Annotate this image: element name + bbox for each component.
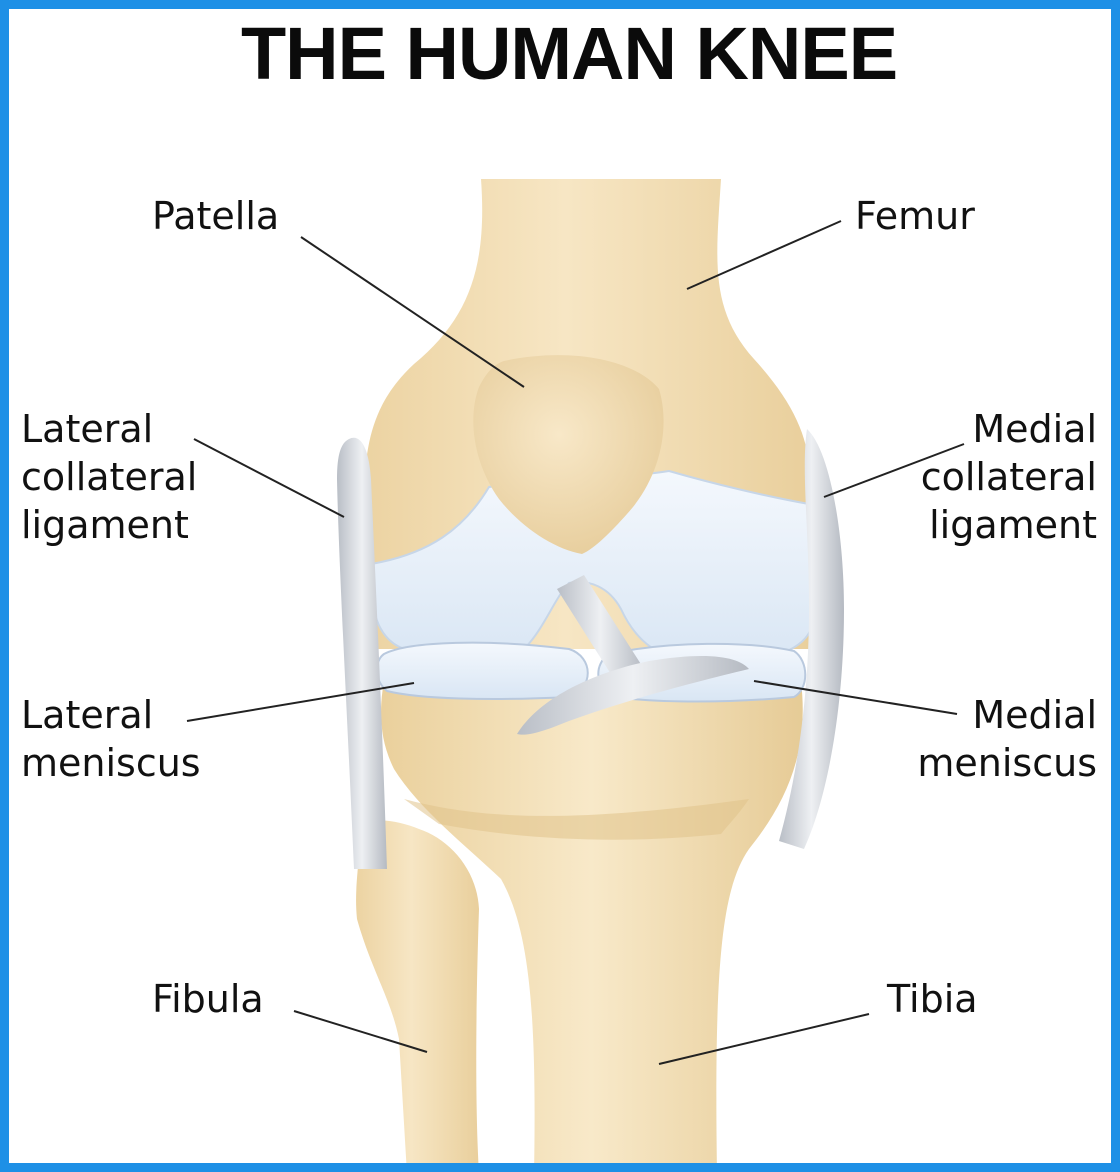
label-lcl-line-2: collateral [21,455,198,499]
mcl-leader-line [823,443,965,498]
cruciate-ligament-posterior [517,655,749,735]
tibia [381,681,803,1163]
patella [473,355,664,554]
label-fibula: Fibula [152,975,264,1023]
tibia-leader-line [658,1013,870,1065]
label-tibia-text: Tibia [887,977,978,1021]
lateral-meniscus [375,641,589,700]
label-medial-meniscus-line-1: Medial [972,693,1097,737]
label-mcl-line-1: Medial [972,407,1097,451]
label-medial-meniscus-line-2: meniscus [917,741,1097,785]
label-lateral-meniscus: Lateral meniscus [21,691,201,787]
knee-illustration [186,179,965,1163]
label-femur: Femur [855,192,975,240]
leader-lines [186,220,965,1065]
lateral-collateral-ligament [337,437,387,869]
lateral-meniscus-leader-line [186,682,415,722]
label-femur-text: Femur [855,194,975,238]
page-title: THE HUMAN KNEE [240,12,898,95]
femur-leader-line [686,220,842,290]
label-lateral-meniscus-line-1: Lateral [21,693,154,737]
label-medial-meniscus: Medial meniscus [917,691,1097,787]
label-mcl-line-3: ligament [929,503,1097,547]
label-tibia: Tibia [887,975,978,1023]
label-fibula-text: Fibula [152,977,264,1021]
label-patella: Patella [152,192,279,240]
label-mcl-line-2: collateral [920,455,1097,499]
label-patella-text: Patella [152,194,280,238]
cruciate-ligament-anterior [557,575,644,679]
fibula-leader-line [293,1010,428,1053]
patella-leader-line [300,236,525,388]
label-medial-collateral-ligament: Medial collateral ligament [921,405,1097,549]
medial-meniscus-leader-line [753,680,958,715]
medial-collateral-ligament [779,429,844,849]
lcl-leader-line [193,438,345,518]
label-lateral-meniscus-line-2: meniscus [21,741,201,785]
fibula [356,820,479,1163]
label-lateral-collateral-ligament: Lateral collateral ligament [21,405,197,549]
label-lcl-line-3: ligament [21,503,189,547]
label-lcl-line-1: Lateral [21,407,154,451]
tibia-shadow [404,799,749,840]
